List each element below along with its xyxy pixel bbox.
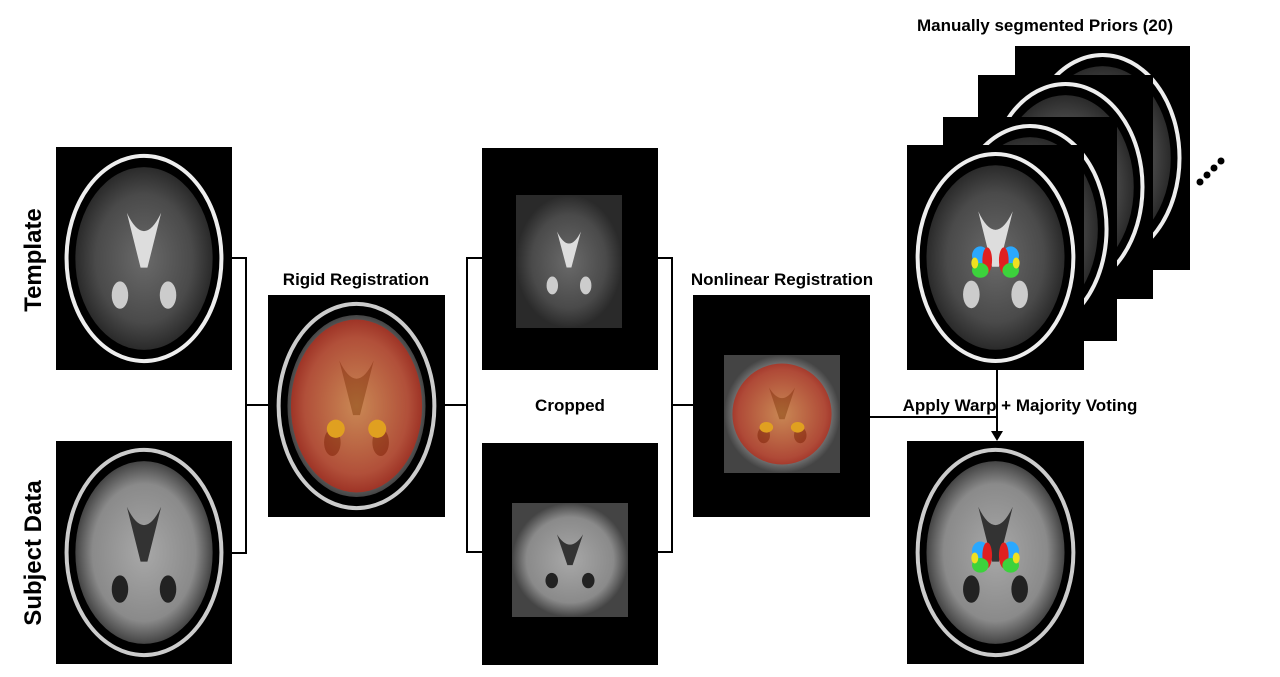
connector-template-subject bbox=[232, 257, 268, 554]
ellipsis-dot bbox=[1217, 157, 1225, 165]
segmentation-result-image bbox=[907, 441, 1084, 664]
template-label: Template bbox=[20, 208, 47, 312]
prior-image-1 bbox=[907, 145, 1084, 370]
overlay-structure-right bbox=[368, 419, 387, 438]
subject-data-label: Subject Data bbox=[20, 480, 47, 626]
overlay-structure-right bbox=[790, 421, 805, 433]
segmentation-overlay bbox=[971, 246, 1020, 278]
cropped-subject-image bbox=[482, 443, 658, 665]
overlay-structure-left bbox=[326, 419, 345, 438]
nonlinear-registration-label: Nonlinear Registration bbox=[690, 270, 874, 289]
rigid-registration-label: Rigid Registration bbox=[282, 270, 430, 289]
ellipsis-dot bbox=[1210, 164, 1218, 172]
ellipsis-dot bbox=[1203, 171, 1211, 179]
priors-title: Manually segmented Priors (20) bbox=[916, 16, 1174, 35]
connector-cropped-nonlinear bbox=[658, 257, 693, 553]
more-priors-ellipsis bbox=[1196, 157, 1225, 186]
overlay-structure-left bbox=[759, 421, 774, 433]
ellipsis-dot bbox=[1196, 178, 1204, 186]
nonlinear-registration-image bbox=[693, 295, 870, 517]
apply-warp-label: Apply Warp + Majority Voting bbox=[902, 396, 1138, 415]
connector-rigid-cropped bbox=[445, 257, 482, 553]
subject-image bbox=[56, 441, 232, 664]
arrow-head bbox=[991, 431, 1003, 441]
template-image bbox=[56, 147, 232, 370]
segmentation-overlay bbox=[971, 541, 1020, 573]
cropped-label: Cropped bbox=[535, 396, 605, 415]
cropped-template-image bbox=[482, 148, 658, 370]
rigid-registration-image bbox=[268, 295, 445, 517]
